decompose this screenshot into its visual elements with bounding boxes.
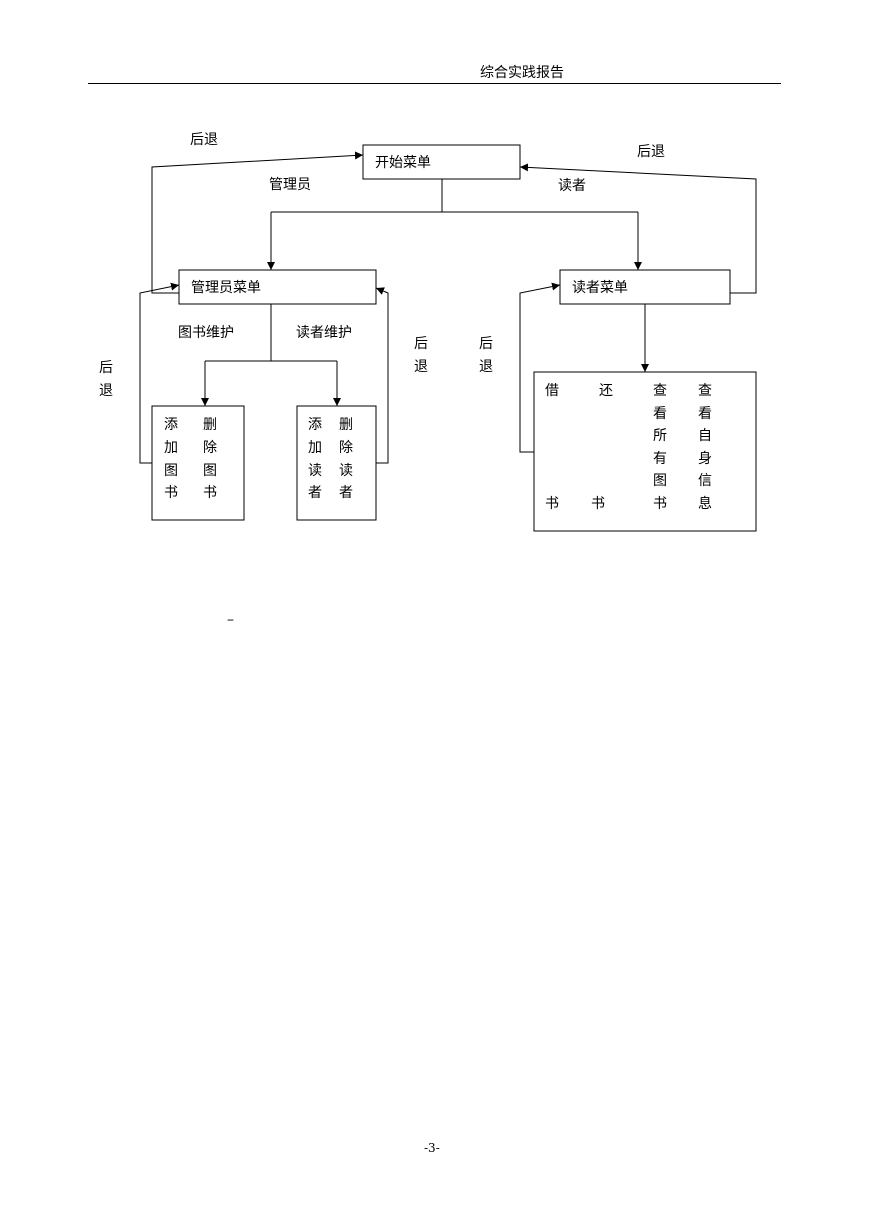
delete-book-char-1: 删 — [203, 417, 217, 433]
borrow-char-2: 书 — [545, 496, 559, 512]
stray-dash-mark: – — [227, 612, 234, 628]
page-header-title: 综合实践报告 — [480, 65, 564, 81]
page-number: -3- — [424, 1141, 440, 1155]
view-all-char-1: 查 — [653, 383, 667, 399]
view-self-char-2: 看 — [698, 406, 712, 422]
back-reader-to-start — [519, 163, 757, 294]
view-self-char-5: 信 — [698, 473, 712, 489]
header-divider — [88, 83, 781, 84]
view-all-char-3: 所 — [653, 428, 667, 444]
vertical-back-bottom-left: 退 — [99, 383, 113, 399]
back-label-right: 后退 — [637, 144, 665, 160]
delete-book-char-3: 图 — [203, 463, 217, 479]
delete-book-char-2: 除 — [203, 440, 217, 456]
add-reader-char-1: 添 — [308, 417, 322, 433]
delete-book-char-4: 书 — [203, 485, 217, 501]
back-admin-to-start — [151, 151, 364, 294]
reader-edge-label: 读者 — [558, 177, 586, 194]
back-reader-ops-to-admin — [375, 287, 389, 464]
back-functions-to-reader — [519, 282, 561, 453]
add-book-char-1: 添 — [164, 417, 178, 433]
vertical-back-top-mid: 后 — [414, 336, 428, 352]
delete-reader-char-1: 删 — [339, 417, 353, 433]
view-self-char-3: 自 — [698, 428, 712, 444]
vertical-back-top-left: 后 — [99, 360, 113, 376]
vertical-back-bottom-right: 退 — [479, 359, 493, 375]
reader-maintenance-label: 读者维护 — [296, 324, 352, 341]
book-maintenance-label: 图书维护 — [178, 325, 234, 341]
delete-reader-char-3: 读 — [339, 462, 353, 479]
back-label-left: 后退 — [190, 132, 218, 148]
view-self-char-6: 息 — [698, 495, 712, 512]
delete-reader-char-2: 除 — [339, 440, 353, 456]
start-menu-label: 开始菜单 — [375, 155, 431, 171]
view-all-char-5: 图 — [653, 473, 667, 489]
view-all-char-4: 有 — [653, 451, 667, 467]
view-all-char-2: 看 — [653, 406, 667, 422]
add-book-char-3: 图 — [164, 463, 178, 479]
add-book-char-2: 加 — [164, 440, 178, 456]
view-self-char-4: 身 — [698, 451, 712, 467]
view-self-char-1: 查 — [698, 383, 712, 399]
add-reader-char-3: 读 — [308, 462, 322, 479]
return-char-2: 书 — [591, 496, 605, 512]
borrow-char-1: 借 — [545, 383, 559, 399]
vertical-back-top-right: 后 — [479, 336, 493, 352]
reader-menu-label: 读者菜单 — [572, 279, 628, 296]
admin-menu-label: 管理员菜单 — [191, 280, 261, 296]
return-char-1: 还 — [599, 383, 613, 399]
view-all-char-6: 书 — [653, 496, 667, 512]
back-book-ops-to-admin — [139, 282, 180, 464]
admin-menu-box — [178, 269, 377, 305]
vertical-back-bottom-mid: 退 — [414, 359, 428, 375]
admin-edge-label: 管理员 — [269, 177, 311, 193]
delete-reader-char-4: 者 — [339, 485, 353, 501]
add-reader-char-2: 加 — [308, 440, 322, 456]
add-reader-char-4: 者 — [308, 485, 322, 501]
add-book-char-4: 书 — [164, 485, 178, 501]
reader-functions-box — [533, 371, 757, 532]
